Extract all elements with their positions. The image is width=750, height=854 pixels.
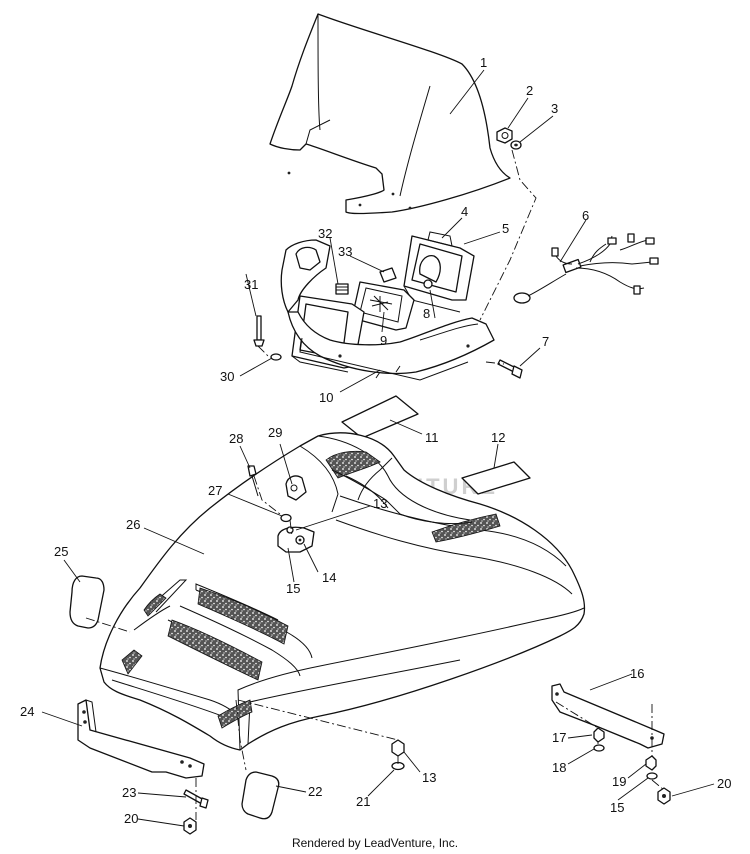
pad-part-22 (241, 771, 280, 820)
nut-part-20-left (183, 817, 197, 835)
callout-20-left: 20 (124, 811, 138, 826)
callout-19: 19 (612, 774, 626, 789)
callout-labels: 1 2 3 4 5 6 7 8 9 10 11 12 13 13 14 15 1… (20, 55, 731, 826)
nut-part-13-upper (286, 526, 294, 534)
callout-4: 4 (461, 204, 468, 219)
callout-24: 24 (20, 704, 34, 719)
callout-33: 33 (338, 244, 352, 259)
pad-part-25 (69, 575, 105, 629)
callout-16: 16 (630, 666, 644, 681)
screw-part-7 (497, 359, 523, 379)
callout-15-upper: 15 (286, 581, 300, 596)
callout-26: 26 (126, 517, 140, 532)
callout-15-lower: 15 (610, 800, 624, 815)
callout-5: 5 (502, 221, 509, 236)
callout-25: 25 (54, 544, 68, 559)
callout-7: 7 (542, 334, 549, 349)
windshield-part-1 (269, 13, 511, 215)
callout-17: 17 (552, 730, 566, 745)
nut-part-20-right (657, 787, 671, 805)
bracket-part-24 (77, 699, 205, 779)
callout-2: 2 (526, 83, 533, 98)
callout-20-right: 20 (717, 776, 731, 791)
screw-part-31 (253, 315, 265, 347)
callout-13-upper: 13 (373, 496, 387, 511)
nut-part-13-lower (391, 739, 405, 757)
callout-11: 11 (425, 430, 439, 445)
callout-14: 14 (322, 570, 336, 585)
nut-part-2 (496, 127, 513, 144)
callout-30: 30 (220, 369, 234, 384)
washer-part-3 (510, 140, 522, 150)
screw-part-28 (247, 465, 259, 497)
callout-32: 32 (318, 226, 332, 241)
callout-18: 18 (552, 760, 566, 775)
washer-part-30 (270, 353, 282, 361)
callout-13-lower: 13 (422, 770, 436, 785)
callout-6: 6 (582, 208, 589, 223)
assembly-lines (85, 149, 665, 820)
washer-part-27 (280, 513, 292, 523)
hood-part-26 (99, 432, 586, 751)
callout-22: 22 (308, 784, 322, 799)
bracket-part-14 (277, 526, 315, 553)
callout-29: 29 (268, 425, 282, 440)
decal-part-11 (341, 395, 419, 439)
callout-23: 23 (122, 785, 136, 800)
nut-part-19 (645, 755, 657, 771)
washer-part-15-right (646, 772, 658, 780)
callout-10: 10 (319, 390, 333, 405)
footer-credit: Rendered by LeadVenture, Inc. (291, 836, 459, 850)
callout-28: 28 (229, 431, 243, 446)
clip-part-33 (379, 267, 397, 283)
callout-8: 8 (423, 306, 430, 321)
callout-12: 12 (491, 430, 505, 445)
washer-part-18 (593, 744, 605, 752)
callout-21: 21 (356, 794, 370, 809)
wiring-harness-part-6 (513, 233, 659, 304)
headlight-bezel-part-10 (280, 239, 495, 381)
leader-lines (41, 69, 715, 827)
callout-9: 9 (380, 333, 387, 348)
nut-part-17 (593, 727, 605, 743)
bracket-part-16 (551, 683, 665, 749)
callout-1: 1 (480, 55, 487, 70)
headlight-bulb-part-8 (419, 255, 441, 289)
callout-3: 3 (551, 101, 558, 116)
callout-27: 27 (208, 483, 222, 498)
spring-part-32 (335, 283, 349, 295)
decal-part-12 (461, 461, 531, 495)
callout-31: 31 (244, 277, 258, 292)
